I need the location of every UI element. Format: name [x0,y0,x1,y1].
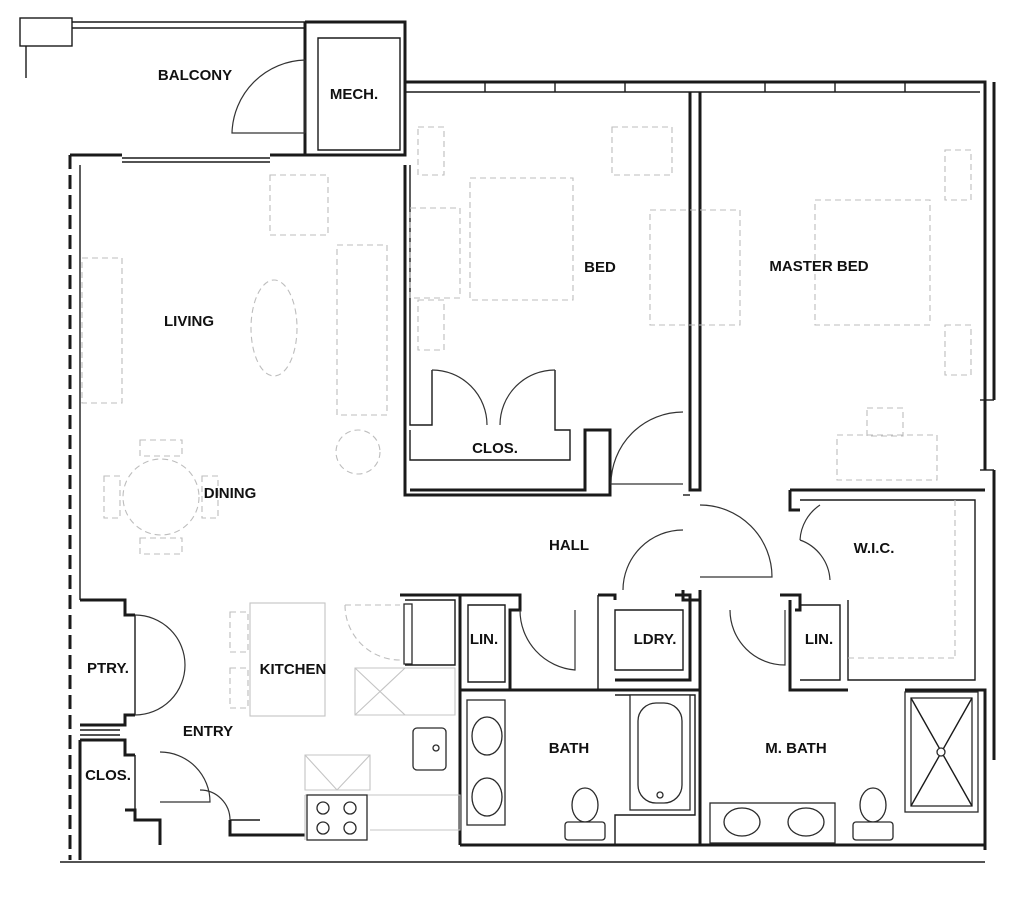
shower-drain-icon [936,747,946,757]
burner-icon [316,801,330,815]
nightstand [417,126,445,176]
desk [836,434,938,481]
nightstand [417,299,445,351]
bath-sink [471,777,503,817]
counter [304,794,461,840]
label-hall: HALL [549,537,589,554]
label-lin-2: LIN. [805,631,833,648]
interior-walls [80,92,987,850]
label-bed: BED [584,259,616,276]
stool [229,667,249,709]
doors [134,59,831,821]
entry-closet-door [159,751,211,803]
dining-chair [139,439,183,457]
label-master-bed: MASTER BED [769,258,868,275]
coffee-table [250,279,298,377]
furniture [81,126,972,840]
armchair [269,174,329,236]
burner-icon [343,801,357,815]
burner-icon [343,821,357,835]
pantry-door-a [134,614,186,666]
stool [229,611,249,653]
toilet-bowl [859,787,887,823]
fridge-swing [344,604,401,661]
toilet-tank [564,821,606,841]
room-labels: BALCONY MECH. BED MASTER BED LIVING CLOS… [85,67,894,784]
kitchen-island [249,602,326,717]
bath-sink [471,716,503,756]
wic-door-a [799,504,821,541]
label-ldry: LDRY. [634,631,677,648]
fridge-door-indicator [403,603,413,665]
chair [866,407,904,437]
tub-basin [637,702,683,804]
side-table [335,429,381,475]
exterior-walls [19,17,996,863]
hood [304,754,371,791]
label-pantry: PTRY. [87,660,129,677]
bed-furniture [469,177,574,301]
sink-drain-icon [432,744,440,752]
label-entry: ENTRY [183,723,233,740]
vanity-sink [723,807,761,837]
label-living: LIVING [164,313,214,330]
label-bed-closet: CLOS. [472,440,518,457]
ldry-door [622,529,684,591]
balcony-door [231,59,306,134]
lin2-door [729,609,786,666]
burner-icon [316,821,330,835]
label-entry-closet: CLOS. [85,767,131,784]
label-bath: BATH [549,740,590,757]
desk [409,207,461,299]
dining-chair [139,537,183,555]
dining-chair [103,475,121,519]
label-dining: DINING [204,485,257,502]
dining-table [122,458,200,536]
range [306,794,368,841]
bed-closet-door-right [499,369,556,426]
bed-door [610,411,684,485]
lin-door [519,609,576,671]
label-wic: W.I.C. [854,540,895,557]
label-kitchen: KITCHEN [260,661,327,678]
label-mech: MECH. [330,86,378,103]
sofa [336,244,388,416]
bed-closet-door-left [431,369,488,426]
dresser [649,209,741,326]
dresser [611,126,673,176]
toilet-bowl [571,787,599,823]
label-m-bath: M. BATH [765,740,826,757]
entry-door [199,789,231,821]
tub-drain-icon [656,791,664,799]
balcony-rail-corner [19,17,73,47]
nightstand [944,149,972,201]
master-door [699,504,773,578]
pantry-door-b [134,664,186,716]
console [81,257,123,404]
wic-door-b [799,539,831,581]
label-balcony: BALCONY [158,67,232,84]
nightstand [944,324,972,376]
dining-chair [201,475,219,519]
vanity-sink [787,807,825,837]
fixtures [306,691,979,844]
label-lin-1: LIN. [470,631,498,648]
kitchen-sink [412,727,447,771]
counter [354,667,456,716]
toilet-tank [852,821,894,841]
